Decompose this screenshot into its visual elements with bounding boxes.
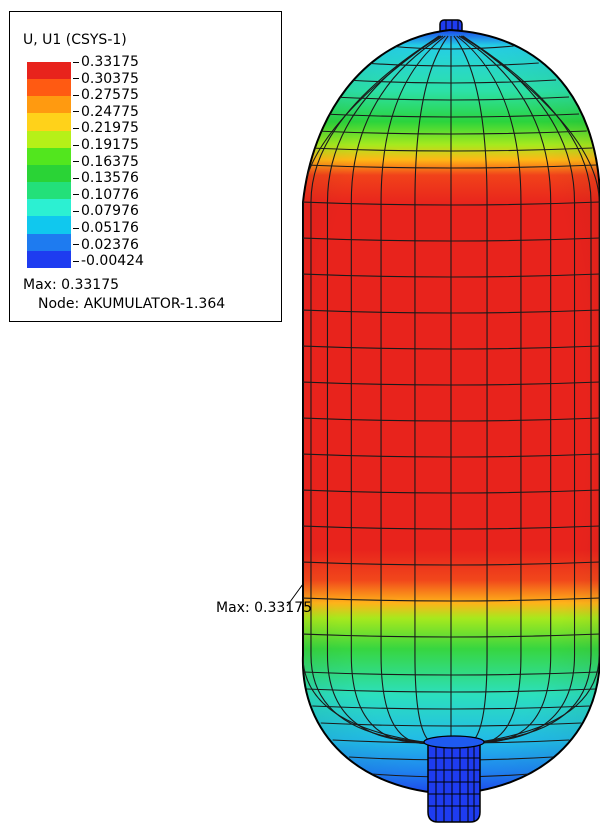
legend-swatch xyxy=(27,233,71,251)
legend-tick-label: 0.33175 xyxy=(81,54,139,70)
mesh-meridian xyxy=(326,35,442,743)
legend-tick: -0.00424 xyxy=(73,254,144,268)
legend-swatch xyxy=(27,147,71,165)
legend-swatch xyxy=(27,164,71,183)
legend-tick-label: 0.19175 xyxy=(81,137,139,153)
mesh-meridian xyxy=(302,35,440,743)
mesh-meridian xyxy=(380,35,446,744)
legend-tick-label: 0.24775 xyxy=(81,103,139,120)
legend-tick-label: -0.00424 xyxy=(81,253,144,270)
legend-tick-mark xyxy=(73,244,79,246)
legend-tick-label: 0.30375 xyxy=(81,70,139,87)
legend-tick: 0.10776 xyxy=(73,188,139,202)
legend-tick-label: 0.13576 xyxy=(81,170,139,187)
legend-swatch xyxy=(27,250,71,268)
max-annotation-label: Max: 0.33175 xyxy=(216,600,313,616)
legend-tick-label: 0.02376 xyxy=(81,236,139,253)
color-scale-bar xyxy=(27,62,71,268)
legend-tick: 0.07976 xyxy=(73,204,139,218)
legend-tick-mark xyxy=(73,144,79,146)
legend-max-value: Max: 0.33175 xyxy=(23,277,120,293)
legend-swatch xyxy=(27,113,71,131)
legend-tick: 0.16375 xyxy=(73,155,139,169)
legend-max-node: Node: AKUMULATOR-1.364 xyxy=(38,296,226,312)
legend-tick-label: 0.16375 xyxy=(81,153,139,170)
legend-tick-label: 0.05176 xyxy=(81,220,139,236)
legend-tick-label: 0.27575 xyxy=(81,87,139,104)
legend-tick: 0.02376 xyxy=(73,238,139,252)
legend-tick: 0.13576 xyxy=(73,171,139,185)
legend-tick-mark xyxy=(73,127,79,129)
legend-tick-mark xyxy=(73,78,79,80)
legend-tick: 0.05176 xyxy=(73,221,139,235)
legend-swatch xyxy=(27,79,71,97)
legend-tick: 0.21975 xyxy=(73,121,139,135)
vessel-body xyxy=(301,28,600,796)
legend-tick-label: 0.07976 xyxy=(81,203,139,220)
mesh-meridian xyxy=(456,35,522,744)
mesh-meridian xyxy=(350,35,444,744)
legend-tick-label: 0.21975 xyxy=(81,120,139,137)
legend-tick: 0.19175 xyxy=(73,138,139,152)
mesh-meridian xyxy=(461,35,592,743)
mesh-meridian xyxy=(310,35,441,743)
legend-swatch xyxy=(27,96,71,114)
legend-swatch xyxy=(27,216,71,234)
legend-swatch xyxy=(27,130,71,148)
legend-tick: 0.24775 xyxy=(73,105,139,119)
legend-tick-mark xyxy=(73,227,79,229)
max-annotation-leader xyxy=(286,583,304,607)
legend-swatch xyxy=(27,199,71,217)
legend-tick-mark xyxy=(73,61,79,63)
legend-tick-mark xyxy=(73,260,79,262)
legend-tick: 0.33175 xyxy=(73,55,139,69)
mesh-vertical xyxy=(302,35,600,746)
legend-tick-mark xyxy=(73,177,79,179)
legend-tick: 0.30375 xyxy=(73,72,139,86)
bottom-nozzle xyxy=(423,735,485,823)
legend-title: U, U1 (CSYS-1) xyxy=(23,32,127,48)
legend-tick-mark xyxy=(73,161,79,163)
legend-tick-mark xyxy=(73,210,79,212)
mesh-meridian xyxy=(462,35,600,743)
legend-swatch xyxy=(27,62,71,80)
legend-tick-mark xyxy=(73,94,79,96)
legend-tick-mark xyxy=(73,194,79,196)
legend-tick-mark xyxy=(73,111,79,113)
legend-swatch xyxy=(27,182,71,200)
legend-tick-label: 0.10776 xyxy=(81,186,139,203)
legend-tick: 0.27575 xyxy=(73,88,139,102)
